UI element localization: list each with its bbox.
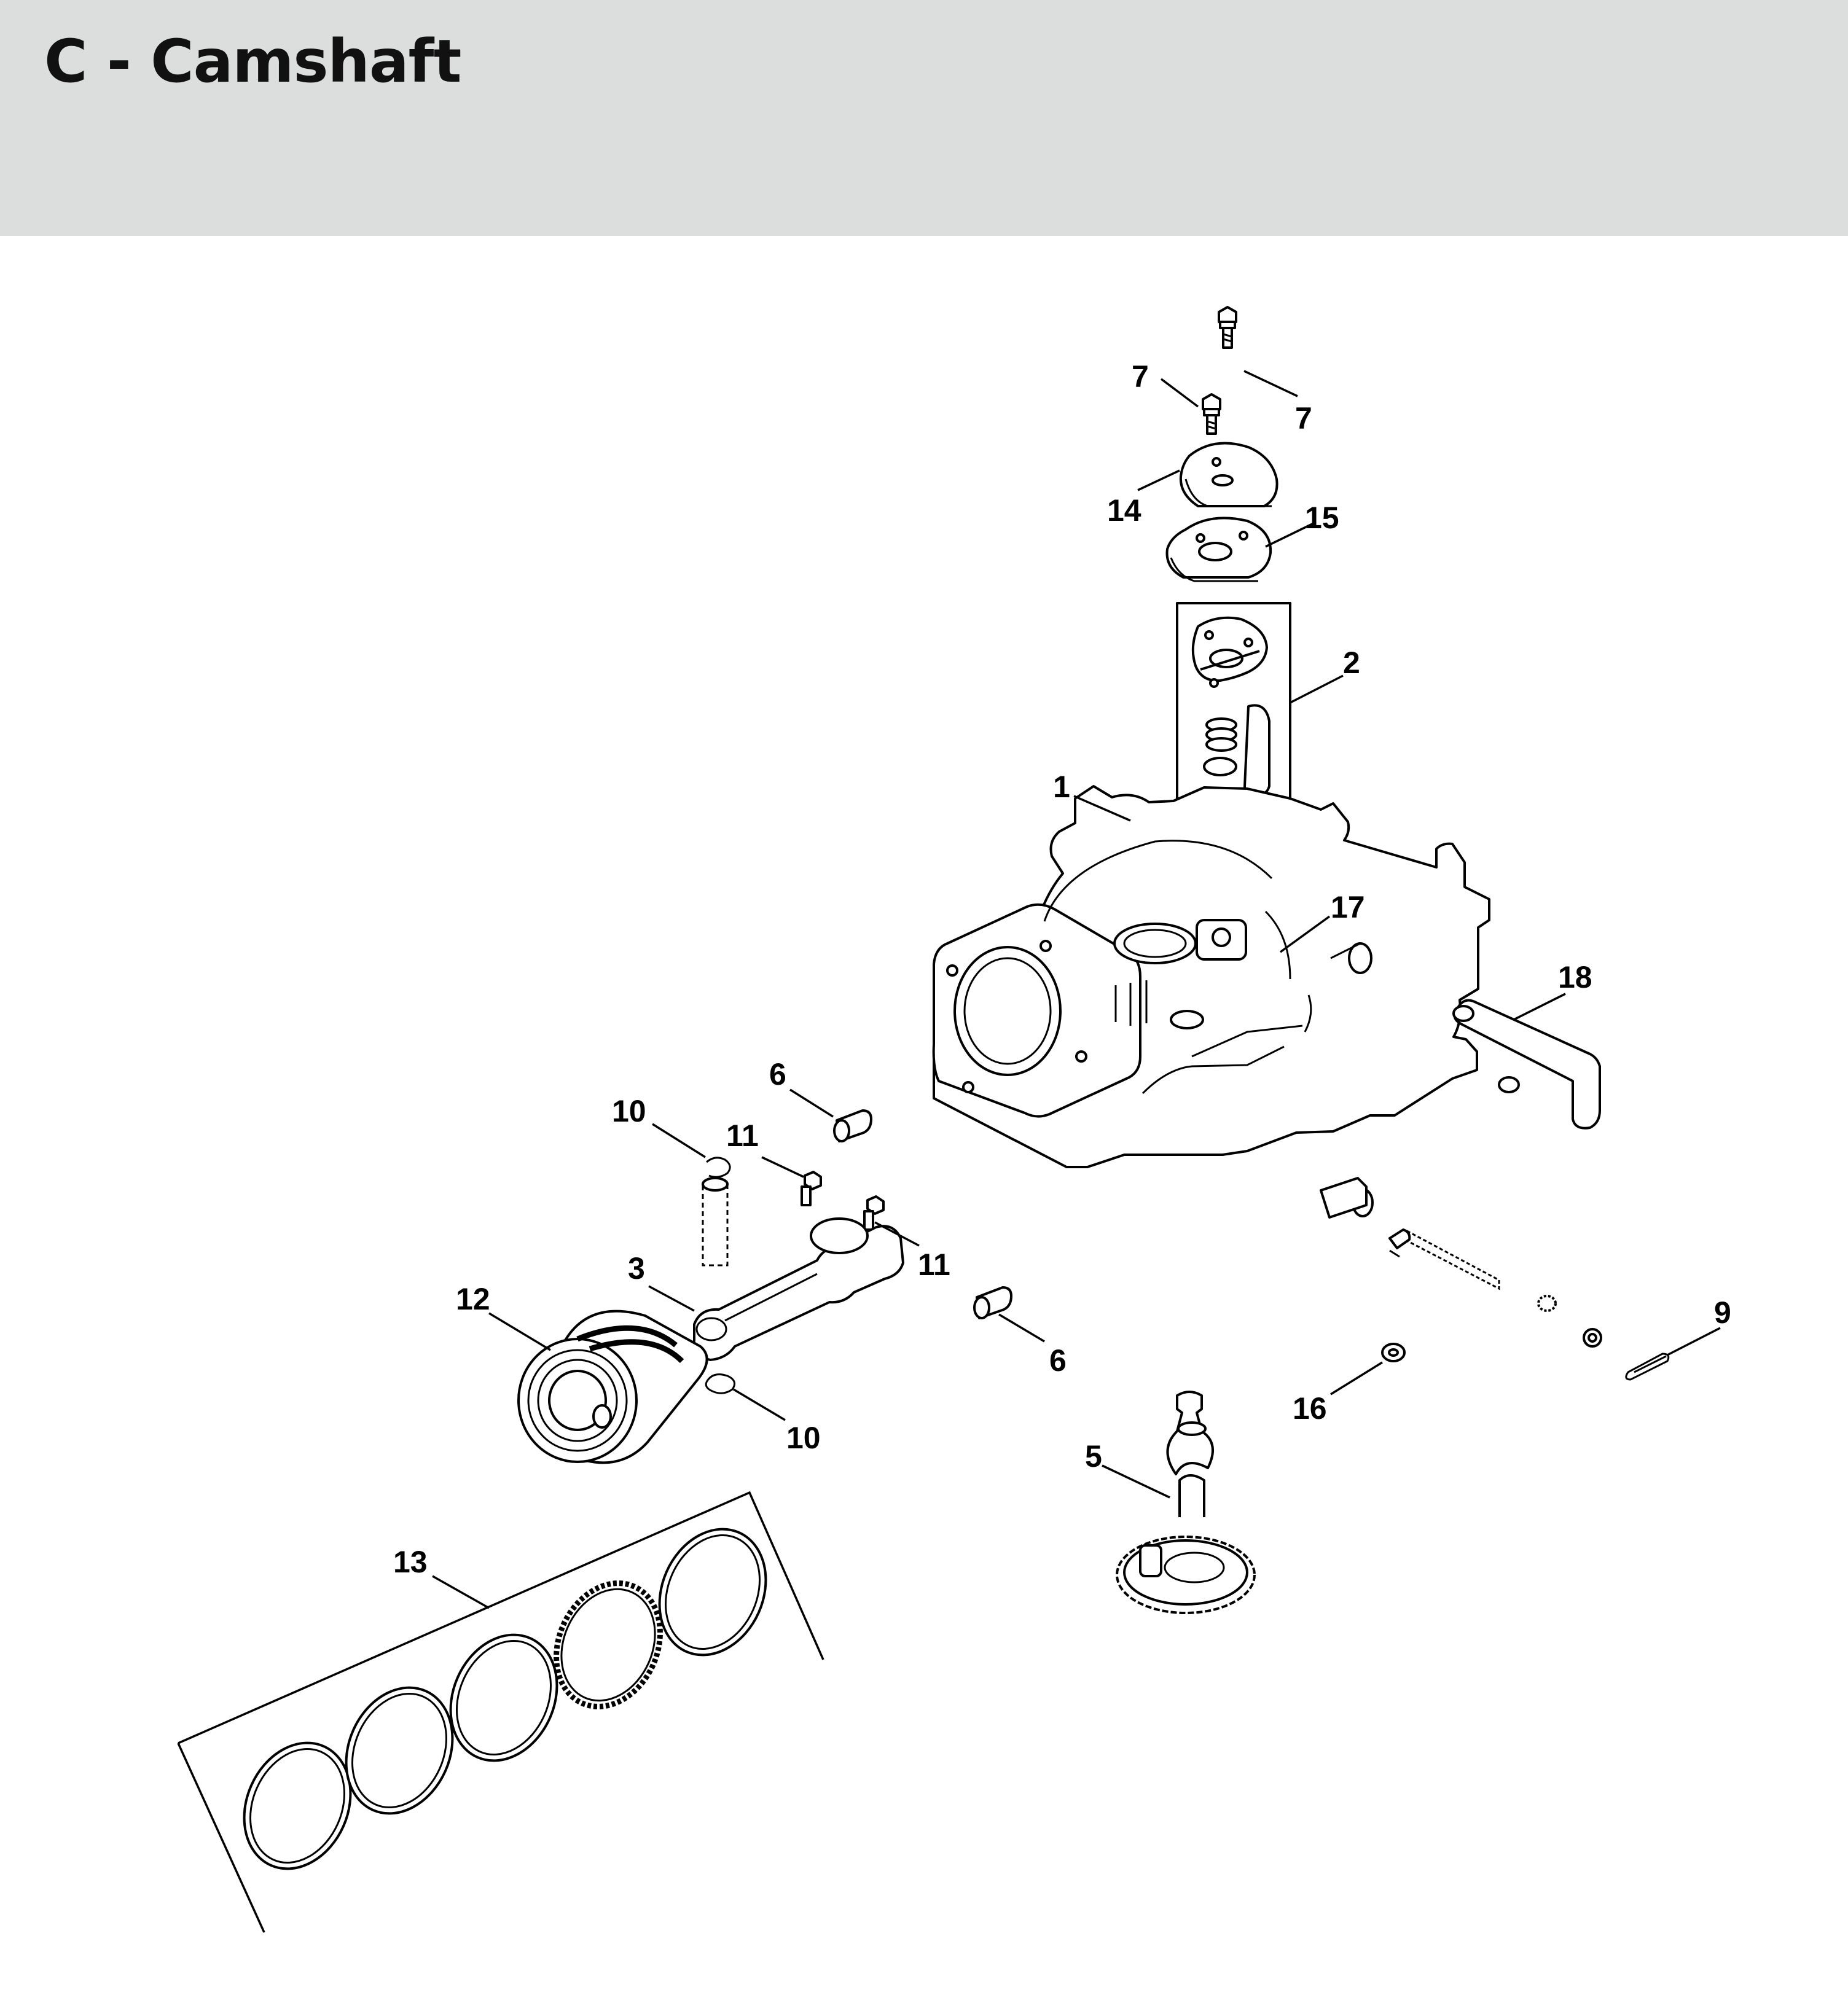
- callout-1: 1: [1053, 770, 1070, 804]
- connecting-rod-part-3[interactable]: [692, 1217, 904, 1361]
- callout-12: 12: [456, 1282, 490, 1316]
- leader-lines: [432, 370, 1721, 1609]
- callout-16: 16: [1293, 1391, 1327, 1426]
- dowel-part-6-lower[interactable]: [973, 1286, 1012, 1319]
- gasket-part-15[interactable]: [1165, 517, 1272, 582]
- circlip-part-10-upper[interactable]: [706, 1157, 731, 1178]
- camshaft-part-5[interactable]: [1116, 1391, 1256, 1614]
- page-title: C - Camshaft: [44, 27, 461, 96]
- callout-18: 18: [1558, 960, 1592, 994]
- callouts: 7 7 14 15 2 1 17 18 6 10 11 11 3 12 6 10…: [393, 359, 1731, 1579]
- callout-7a: 7: [1132, 359, 1149, 394]
- governor-shaft: [1388, 1228, 1602, 1348]
- callout-7b: 7: [1295, 401, 1312, 435]
- callout-9: 9: [1714, 1295, 1731, 1330]
- callout-13: 13: [393, 1545, 428, 1579]
- crankcase-part-17[interactable]: [932, 785, 1490, 1219]
- circlip-part-10-lower[interactable]: [705, 1373, 736, 1394]
- callout-11b: 11: [918, 1247, 950, 1282]
- plate-part-14[interactable]: [1179, 442, 1278, 507]
- callout-10b: 10: [786, 1421, 821, 1455]
- bolt-part-11-left[interactable]: [801, 1171, 822, 1206]
- kit-part-2[interactable]: [1176, 602, 1291, 806]
- callout-14: 14: [1107, 493, 1141, 528]
- piston-pin: [702, 1177, 729, 1267]
- bolt-part-7-lower[interactable]: [1202, 393, 1221, 435]
- callout-17: 17: [1331, 890, 1365, 924]
- bolt-part-7-upper[interactable]: [1218, 306, 1237, 349]
- callout-6a: 6: [769, 1057, 786, 1091]
- bolt-part-11-right[interactable]: [863, 1195, 885, 1231]
- lever-part-18[interactable]: [1452, 999, 1601, 1130]
- clip-part-9[interactable]: [1625, 1353, 1670, 1381]
- piston-part-12[interactable]: [517, 1310, 708, 1464]
- callout-15: 15: [1305, 501, 1339, 535]
- piston-rings-part-13[interactable]: [177, 1491, 824, 1933]
- callout-10a: 10: [612, 1094, 646, 1128]
- callout-3: 3: [628, 1251, 645, 1286]
- header-bar: C - Camshaft: [0, 0, 1848, 236]
- exploded-parts-diagram: 7 7 14 15 2 1 17 18 6 10 11 11 3 12 6 10…: [177, 306, 1731, 1933]
- washer-part-16[interactable]: [1381, 1343, 1406, 1362]
- callout-2: 2: [1343, 646, 1360, 680]
- dowel-part-6-upper[interactable]: [833, 1109, 872, 1142]
- callout-5: 5: [1085, 1439, 1102, 1474]
- callout-6b: 6: [1049, 1343, 1067, 1378]
- callout-11a: 11: [726, 1119, 759, 1153]
